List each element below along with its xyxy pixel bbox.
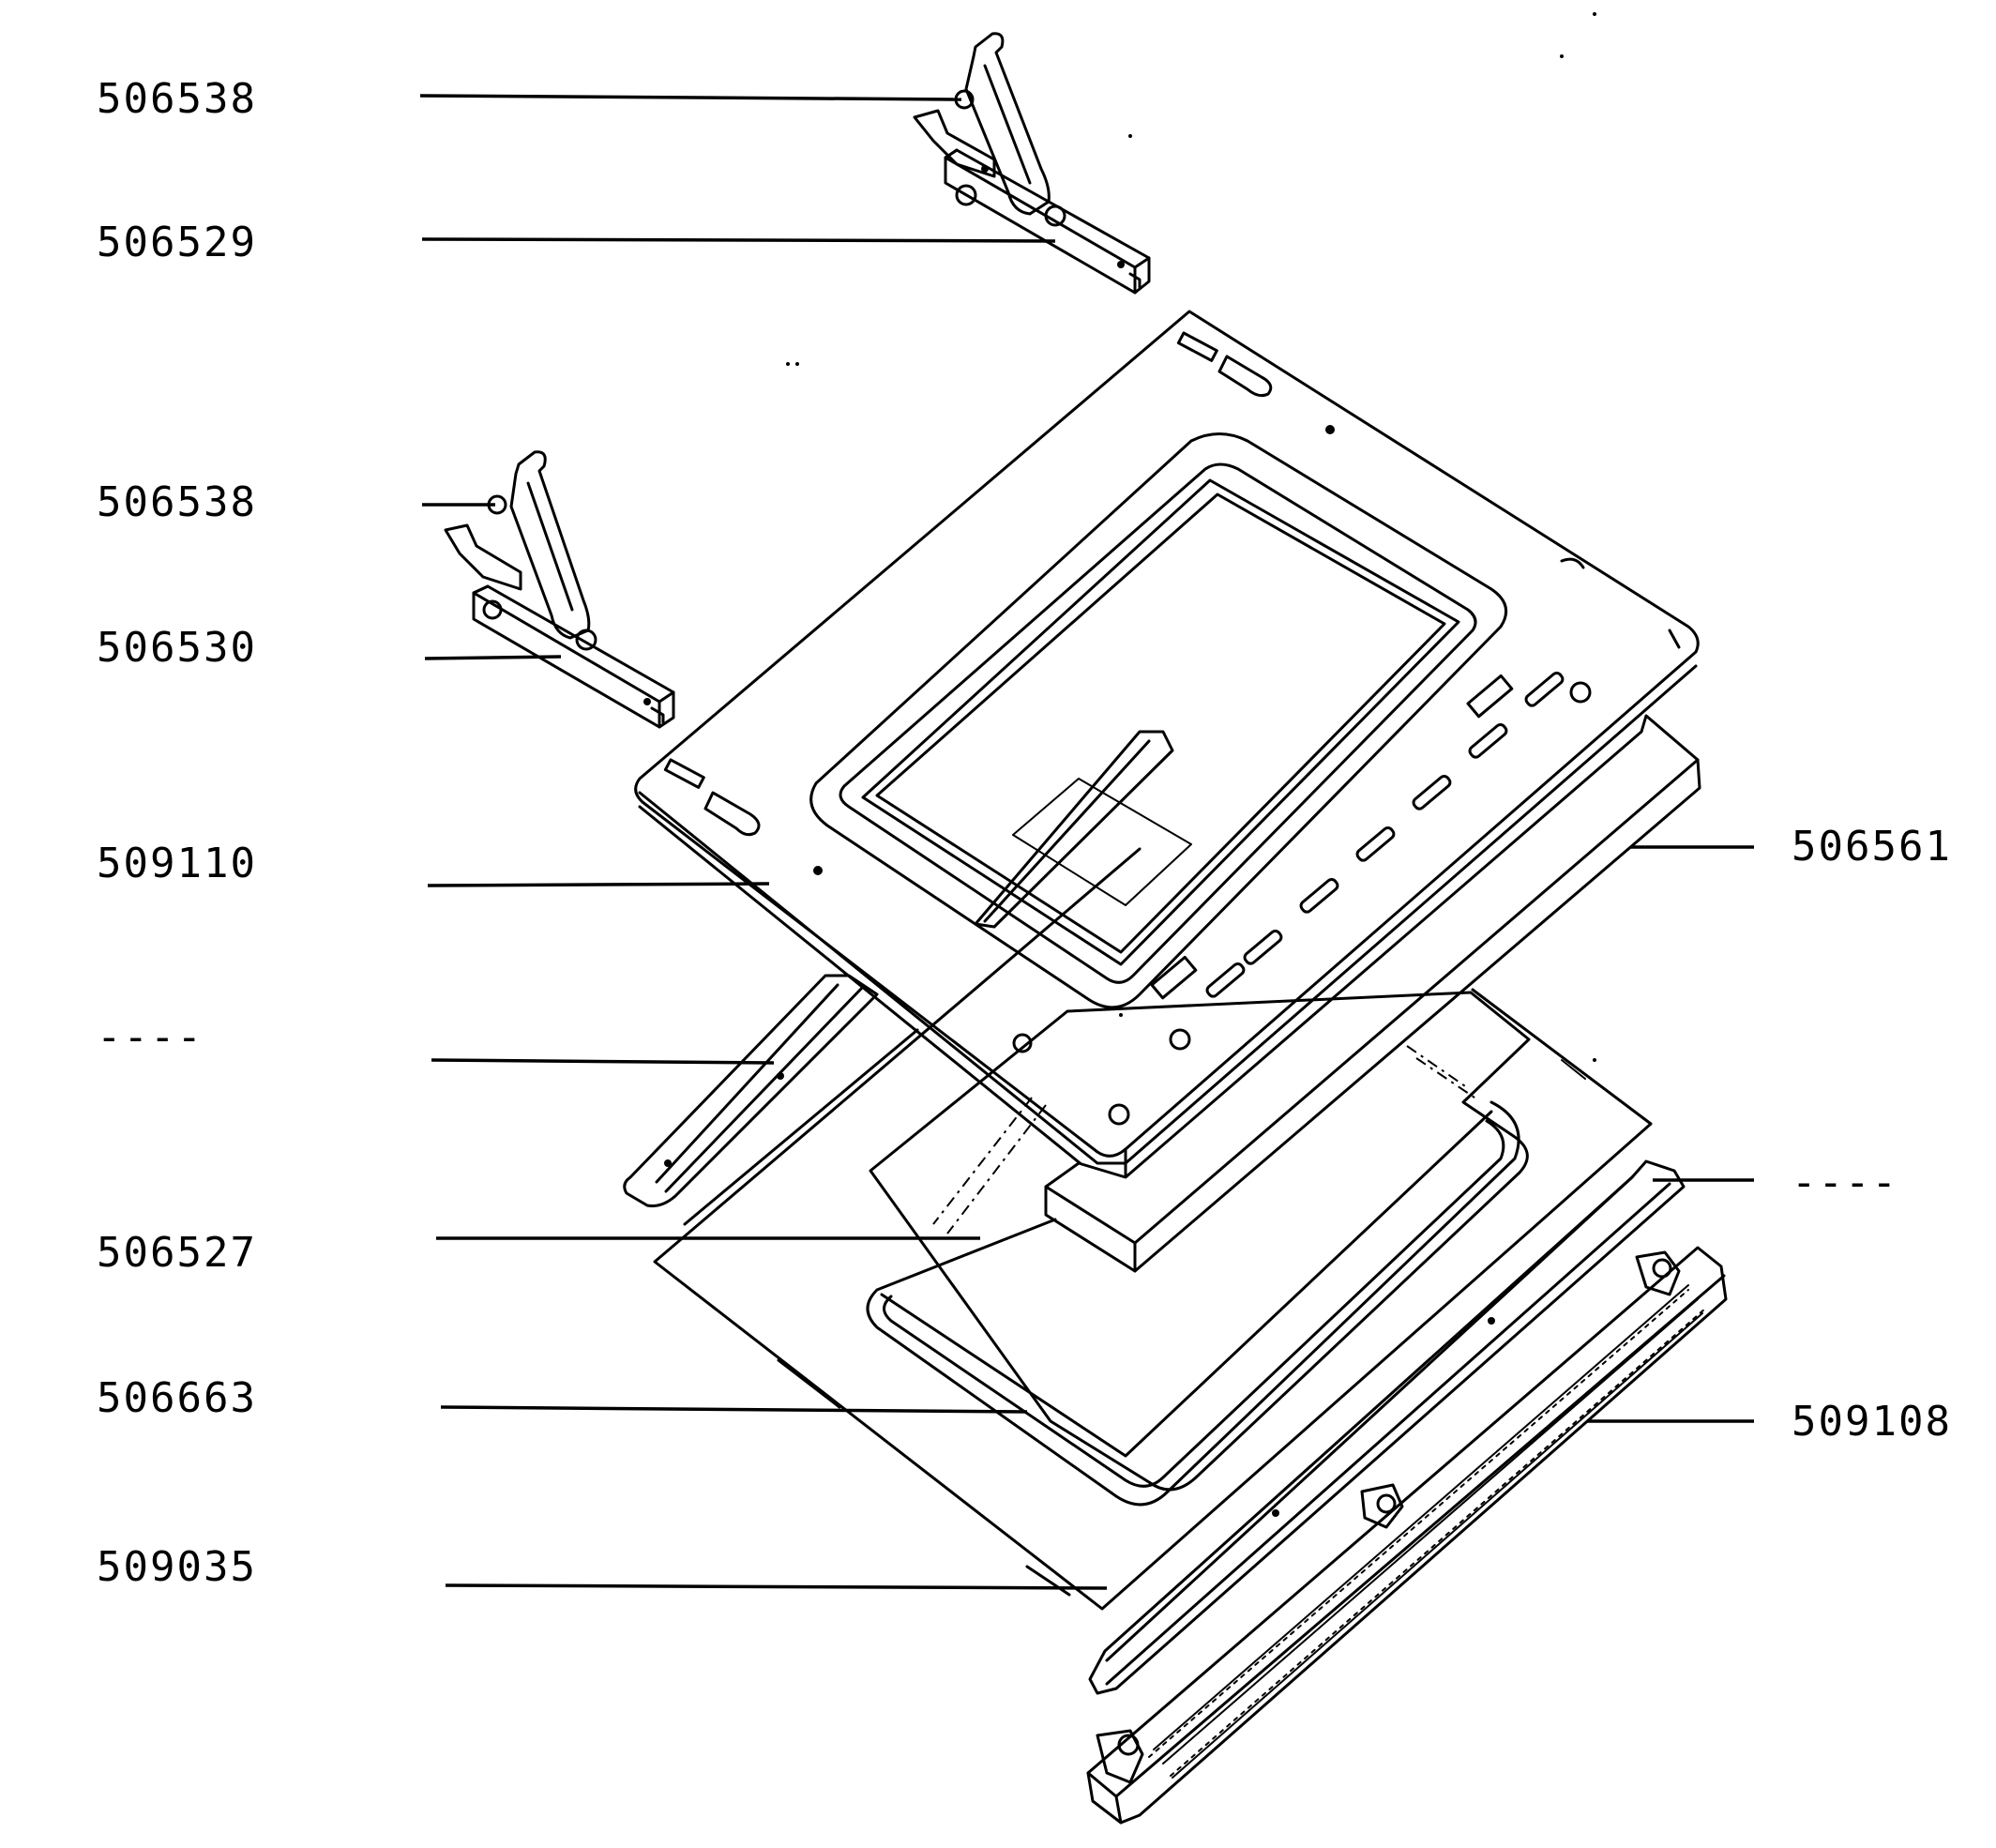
handle-trim bbox=[1086, 1246, 1728, 1825]
speck bbox=[795, 362, 799, 366]
leader-inner-door-panel bbox=[427, 882, 770, 887]
label-hinge-right: 506529 bbox=[97, 219, 257, 266]
label-side-rail-left: ---- bbox=[97, 1013, 204, 1061]
hinge-right bbox=[913, 32, 1151, 295]
label-side-rail-right: ---- bbox=[1792, 1159, 1898, 1206]
leader-side-rail-left bbox=[431, 1058, 775, 1065]
speck bbox=[1128, 134, 1132, 138]
label-glass-seal: 506663 bbox=[97, 1374, 257, 1422]
inner-glass bbox=[869, 991, 1531, 1492]
label-inner-door-panel: 509110 bbox=[97, 840, 257, 887]
leader-hinge-screw-top bbox=[419, 94, 962, 101]
label-outer-glass: 509035 bbox=[97, 1543, 257, 1591]
insulation bbox=[1044, 714, 1701, 1273]
center-rail bbox=[974, 730, 1174, 929]
hinge-left bbox=[444, 450, 675, 729]
speck bbox=[1560, 54, 1564, 58]
label-hinge-left: 506530 bbox=[97, 624, 257, 672]
speck bbox=[1119, 1013, 1123, 1017]
label-inner-glass: 506527 bbox=[97, 1229, 257, 1277]
inner-door-panel bbox=[634, 310, 1700, 1179]
leader-outer-glass bbox=[445, 1583, 1108, 1590]
speck bbox=[786, 362, 790, 366]
label-handle-trim: 509108 bbox=[1792, 1398, 1952, 1446]
speck bbox=[1593, 1058, 1596, 1062]
label-insulation: 506561 bbox=[1792, 823, 1952, 871]
outer-glass bbox=[653, 847, 1653, 1611]
label-hinge-screw-top: 506538 bbox=[97, 75, 257, 123]
glass-seal bbox=[866, 1100, 1520, 1507]
side-rail-right bbox=[1088, 1159, 1686, 1695]
label-hinge-screw-left: 506538 bbox=[97, 478, 257, 526]
side-rail-left bbox=[623, 974, 879, 1207]
speck bbox=[1593, 12, 1596, 16]
leader-hinge-right bbox=[421, 237, 1056, 243]
leader-glass-seal bbox=[440, 1405, 1028, 1414]
